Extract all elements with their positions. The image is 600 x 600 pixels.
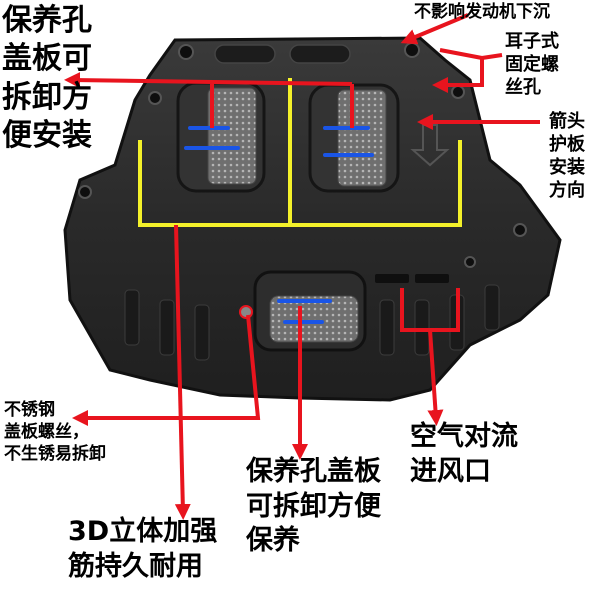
label-3d-ribs: 3D立体加强 筋持久耐用 <box>68 516 218 582</box>
label-engine-sink: 不影响发动机下沉 <box>414 2 550 22</box>
label-air-vents: 空气对流 进风口 <box>410 421 518 487</box>
label-bottom-cover: 保养孔盖板 可拆卸方便 保养 <box>246 456 381 557</box>
blue-marks <box>184 126 374 157</box>
air-vent-slots <box>375 274 449 283</box>
label-stainless-screws: 不锈钢 盖板螺丝， 不生锈易拆卸 <box>4 400 106 464</box>
ear-mount-holes <box>78 42 527 268</box>
left-maintenance-cover <box>176 81 266 193</box>
reinforcing-ribs <box>124 284 500 361</box>
yellow-outline <box>138 78 462 227</box>
label-arrow-direction: 箭头 护板 安装 方向 <box>549 111 585 202</box>
annotation-arrows <box>64 13 540 520</box>
bottom-maintenance-cover <box>239 270 367 352</box>
top-flange-slots <box>214 44 351 64</box>
direction-arrow-molded <box>410 124 450 167</box>
label-cover-removable: 保养孔 盖板可 拆卸方 便安装 <box>2 3 92 154</box>
label-ear-mount-holes: 耳子式 固定螺 丝孔 <box>505 31 559 99</box>
